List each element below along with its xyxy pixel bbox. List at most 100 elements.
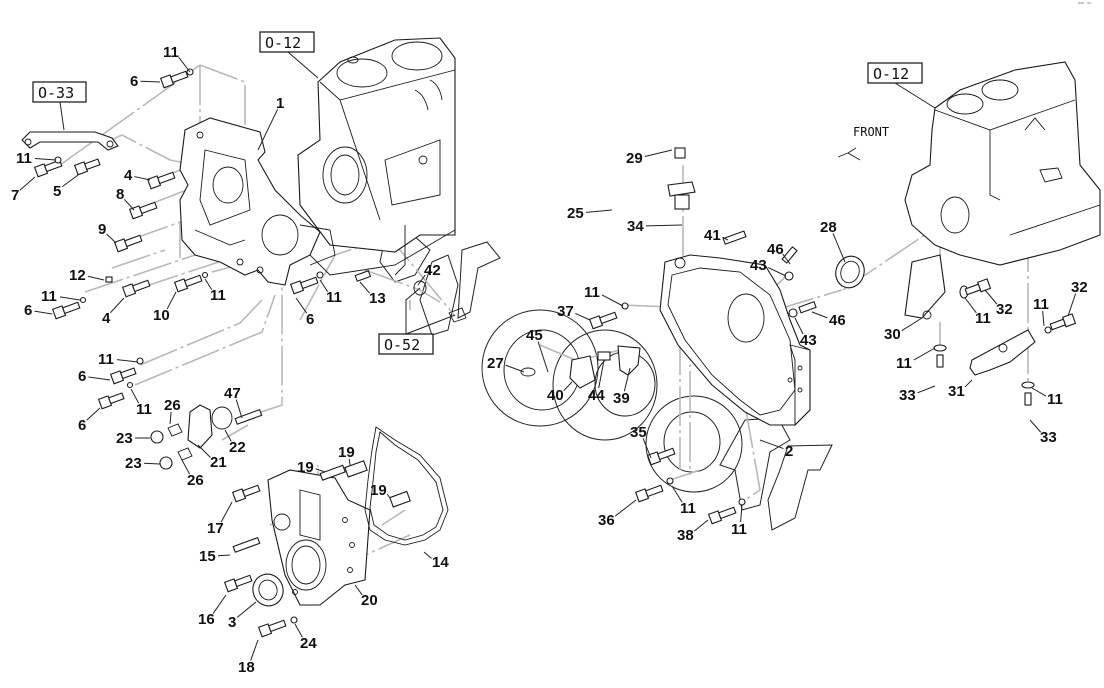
callout-8[interactable]: 8 bbox=[116, 186, 135, 211]
callout-24[interactable]: 24 bbox=[294, 623, 317, 652]
callout-11[interactable]: 11 bbox=[98, 351, 139, 368]
reference-box-o33[interactable]: O-33 bbox=[32, 81, 87, 131]
leader-line bbox=[61, 174, 79, 188]
callout-12[interactable]: 12 bbox=[69, 267, 105, 284]
callout-21[interactable]: 21 bbox=[197, 444, 227, 471]
callout-19[interactable]: 19 bbox=[297, 459, 326, 476]
leader-line bbox=[315, 468, 326, 473]
callout-39[interactable]: 39 bbox=[613, 367, 631, 407]
leader-line bbox=[671, 485, 683, 503]
callout-number: 32 bbox=[1071, 279, 1088, 296]
leader-line bbox=[794, 317, 804, 335]
callout-16[interactable]: 16 bbox=[198, 594, 227, 628]
callout-11[interactable]: 11 bbox=[964, 297, 991, 327]
callout-4[interactable]: 4 bbox=[124, 167, 151, 184]
callout-11[interactable]: 11 bbox=[1031, 387, 1063, 408]
callout-23[interactable]: 23 bbox=[125, 455, 161, 472]
callout-26[interactable]: 26 bbox=[181, 459, 204, 489]
leader-line bbox=[34, 310, 53, 315]
callout-14[interactable]: 14 bbox=[423, 551, 449, 571]
callout-11[interactable]: 11 bbox=[204, 278, 226, 304]
callout-42[interactable]: 42 bbox=[417, 262, 441, 286]
callout-6[interactable]: 6 bbox=[24, 302, 53, 319]
callout-37[interactable]: 37 bbox=[557, 303, 591, 321]
callout-6[interactable]: 6 bbox=[78, 407, 101, 434]
leader-line bbox=[236, 601, 257, 618]
callout-number: 17 bbox=[207, 520, 224, 537]
callout-19[interactable]: 19 bbox=[338, 444, 355, 466]
callout-23[interactable]: 23 bbox=[116, 430, 150, 447]
callout-35[interactable]: 35 bbox=[630, 424, 652, 459]
callout-28[interactable]: 28 bbox=[820, 219, 846, 263]
callout-3[interactable]: 3 bbox=[228, 601, 257, 631]
callout-19[interactable]: 19 bbox=[370, 482, 391, 499]
callout-number: 40 bbox=[547, 387, 564, 404]
callout-46[interactable]: 46 bbox=[767, 241, 791, 265]
callout-26[interactable]: 26 bbox=[164, 397, 181, 425]
reference-box-o52[interactable]: O-52 bbox=[378, 287, 456, 355]
callout-27[interactable]: 27 bbox=[487, 355, 525, 373]
callout-22[interactable]: 22 bbox=[224, 429, 246, 456]
callout-number: 15 bbox=[199, 548, 216, 565]
callout-1[interactable]: 1 bbox=[257, 95, 284, 151]
callout-11[interactable]: 11 bbox=[1033, 296, 1049, 327]
callout-43[interactable]: 43 bbox=[750, 257, 787, 277]
callout-11[interactable]: 11 bbox=[584, 284, 624, 307]
callout-2[interactable]: 2 bbox=[759, 439, 793, 460]
callout-4[interactable]: 4 bbox=[102, 297, 125, 327]
leader-line bbox=[811, 311, 828, 319]
callout-41[interactable]: 41 bbox=[704, 227, 729, 244]
callout-18[interactable]: 18 bbox=[238, 639, 259, 676]
callout-number: 30 bbox=[884, 326, 901, 343]
callout-number: 11 bbox=[326, 289, 342, 306]
reference-label: O-33 bbox=[38, 84, 74, 102]
callout-36[interactable]: 36 bbox=[598, 499, 637, 529]
callout-number: 35 bbox=[630, 424, 647, 441]
callout-30[interactable]: 30 bbox=[884, 317, 923, 343]
callout-46[interactable]: 46 bbox=[811, 311, 846, 329]
callout-number: 9 bbox=[98, 221, 106, 238]
callout-6[interactable]: 6 bbox=[295, 297, 314, 328]
callout-17[interactable]: 17 bbox=[207, 501, 233, 537]
reference-box-o12-right[interactable]: O-12 bbox=[867, 62, 936, 109]
callout-6[interactable]: 6 bbox=[78, 368, 111, 385]
callout-11[interactable]: 11 bbox=[41, 288, 81, 305]
callout-11[interactable]: 11 bbox=[731, 504, 747, 538]
callout-25[interactable]: 25 bbox=[567, 205, 613, 222]
callout-7[interactable]: 7 bbox=[11, 176, 36, 204]
callout-11[interactable]: 11 bbox=[671, 485, 696, 517]
callout-6[interactable]: 6 bbox=[130, 73, 161, 90]
callout-44[interactable]: 44 bbox=[588, 359, 605, 404]
callout-11[interactable]: 11 bbox=[130, 388, 152, 418]
callout-31[interactable]: 31 bbox=[948, 379, 973, 400]
callout-38[interactable]: 38 bbox=[677, 519, 709, 544]
callout-20[interactable]: 20 bbox=[354, 584, 378, 609]
callout-33[interactable]: 33 bbox=[899, 385, 936, 404]
callout-11[interactable]: 11 bbox=[319, 279, 342, 306]
callout-29[interactable]: 29 bbox=[626, 149, 673, 167]
callout-33[interactable]: 33 bbox=[1029, 419, 1057, 446]
callout-32[interactable]: 32 bbox=[984, 289, 1013, 318]
callout-15[interactable]: 15 bbox=[199, 548, 231, 565]
callout-47[interactable]: 47 bbox=[224, 385, 243, 419]
callout-11[interactable]: 11 bbox=[163, 44, 191, 73]
callout-45[interactable]: 45 bbox=[526, 327, 549, 373]
callout-32[interactable]: 32 bbox=[1067, 279, 1088, 317]
callout-10[interactable]: 10 bbox=[153, 291, 177, 324]
callout-11[interactable]: 11 bbox=[16, 150, 57, 167]
callout-43[interactable]: 43 bbox=[794, 317, 817, 349]
leader-line bbox=[782, 253, 791, 265]
reference-box-o12-left[interactable]: O-12 bbox=[259, 31, 319, 79]
callout-13[interactable]: 13 bbox=[359, 281, 386, 307]
callout-34[interactable]: 34 bbox=[627, 218, 683, 235]
callout-9[interactable]: 9 bbox=[98, 221, 117, 244]
callout-5[interactable]: 5 bbox=[53, 174, 79, 200]
callout-number: 12 bbox=[69, 267, 86, 284]
callout-40[interactable]: 40 bbox=[547, 381, 573, 404]
leader-line bbox=[585, 209, 613, 213]
leader-line bbox=[250, 639, 259, 661]
callout-number: 21 bbox=[210, 454, 227, 471]
callout-11[interactable]: 11 bbox=[896, 347, 936, 372]
leader-line bbox=[235, 399, 243, 419]
